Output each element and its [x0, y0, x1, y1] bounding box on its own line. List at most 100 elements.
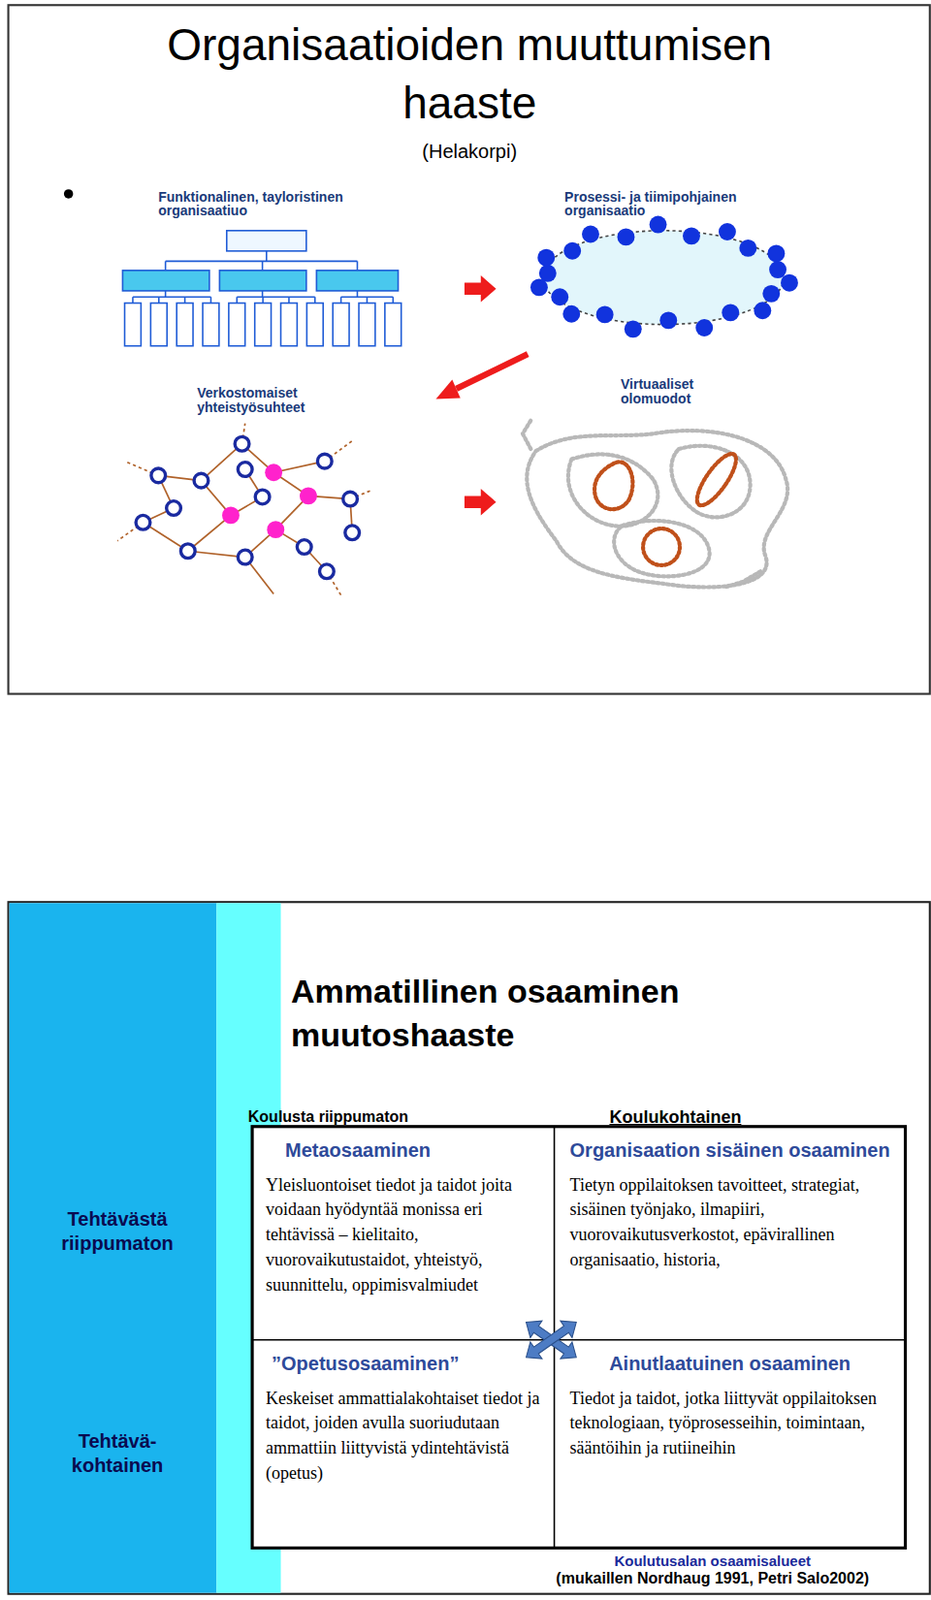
illustration-part [456, 353, 529, 389]
illustration-part [624, 320, 643, 338]
illustration-part [117, 423, 373, 598]
illustration-part [537, 249, 555, 267]
text-label: (Helakorpi) [323, 139, 615, 163]
illustration-part [340, 296, 343, 303]
cell-heading: Ainutlaatuinen osaaminen [566, 1352, 895, 1376]
illustration-part [261, 260, 264, 270]
illustration-part [738, 239, 757, 257]
illustration-part [519, 1314, 582, 1366]
illustration-part [165, 260, 358, 263]
illustration-part [176, 303, 193, 347]
illustration-part [320, 564, 335, 579]
illustration-part [596, 305, 614, 323]
illustration-part [563, 242, 581, 260]
illustration-part [184, 296, 187, 303]
illustration-part [265, 251, 268, 262]
table-cell: Organisaation sisäinen osaaminenTietyn o… [554, 1126, 906, 1341]
illustration-part [306, 303, 323, 347]
illustration-part [261, 290, 264, 297]
illustration-part [166, 501, 182, 516]
cell-heading: ”Opetusosaaminen” [263, 1352, 544, 1376]
illustration-part [9, 902, 218, 1593]
illustration-part [125, 303, 142, 347]
illustration-part [671, 446, 750, 518]
cell-body: Tiedot ja taidot, jotka liittyvät oppila… [566, 1386, 895, 1462]
illustration-part [236, 295, 316, 298]
text-label: Verkostomaiset yhteistyösuhteet [196, 385, 343, 415]
illustration-part [539, 264, 557, 283]
illustration-part [122, 230, 401, 347]
illustration-part [8, 4, 931, 694]
illustration-part [8, 901, 931, 1594]
illustration-part [649, 216, 668, 234]
illustration-part [235, 296, 238, 303]
illustration-part [617, 227, 636, 246]
illustration-part [543, 230, 784, 325]
text-label: Prosessi- ja tiimipohjainen organisaatio [564, 190, 769, 219]
illustration-part [222, 506, 240, 524]
slide-title: Organisaatioiden muuttumisen haaste [100, 16, 838, 133]
text-label: Koulusta riippumaton [248, 1107, 501, 1126]
illustration-part [464, 488, 497, 515]
illustration-part [366, 296, 369, 303]
illustration-part [158, 296, 161, 303]
illustration-part [261, 296, 264, 303]
illustration-part [255, 489, 270, 505]
illustration-part [690, 449, 742, 512]
illustration-part [519, 1314, 582, 1366]
illustration-part [753, 301, 771, 320]
illustration-part [219, 270, 306, 291]
illustration-part [193, 473, 209, 488]
illustration-part [718, 223, 737, 241]
illustration-part [332, 303, 350, 347]
illustration-part [767, 244, 785, 262]
illustration-part [391, 296, 394, 303]
illustration-part [150, 303, 167, 347]
illustration-part [358, 303, 376, 347]
illustration-part [464, 275, 497, 302]
cell-heading: Organisaation sisäinen osaaminen [566, 1139, 895, 1162]
illustration-part [226, 230, 307, 252]
text-label: Koulukohtainen [609, 1107, 823, 1129]
illustration-part [356, 260, 359, 270]
illustration-part [180, 544, 195, 559]
cell-body: Keskeiset ammattialakohtaiset tiedot ja … [263, 1386, 544, 1487]
illustration-part [519, 1314, 582, 1366]
illustration-part [314, 296, 317, 303]
illustration-part [343, 491, 358, 507]
illustration-part [296, 540, 312, 555]
table-cell: ”Opetusosaaminen” Keskeiset ammattialakoh… [252, 1340, 555, 1549]
illustration-part [288, 296, 290, 303]
illustration-part [151, 468, 166, 483]
illustration-part [131, 296, 134, 303]
cell-heading: Metaosaaminen [263, 1139, 544, 1162]
text-label: (mukaillen Nordhaug 1991, Petri Salo2002… [518, 1569, 907, 1588]
illustration-part [345, 525, 360, 541]
text-label: Koulutusalan osaamisalueet [567, 1552, 859, 1571]
text-label: Funktionalinen, tayloristinen organisaat… [158, 190, 384, 219]
table-cell: Ainutlaatuinen osaaminenTiedot ja taidot… [554, 1340, 906, 1549]
illustration-part [237, 462, 253, 478]
illustration-part [562, 305, 580, 323]
illustration-part [769, 260, 787, 279]
illustration-part [252, 1339, 905, 1342]
illustration-part [356, 290, 359, 297]
illustration-part [228, 303, 246, 347]
illustration-part [299, 486, 318, 505]
illustration-part [594, 449, 743, 566]
cell-body: Tietyn oppilaitoksen tavoitteet, strateg… [566, 1173, 895, 1274]
illustration-part [117, 423, 373, 598]
illustration-part [721, 303, 739, 322]
illustration-part [132, 295, 212, 298]
illustration-part [202, 303, 220, 347]
illustration-part [281, 303, 298, 347]
text-label: Tehtävästä riippumaton [30, 1207, 205, 1256]
illustration-part [385, 303, 402, 347]
illustration-part [122, 270, 209, 291]
illustration-part [682, 226, 701, 245]
illustration-part [435, 379, 460, 399]
illustration-part [762, 285, 780, 303]
illustration-part [164, 260, 167, 270]
illustration-part [135, 436, 359, 578]
illustration-part [164, 290, 167, 297]
